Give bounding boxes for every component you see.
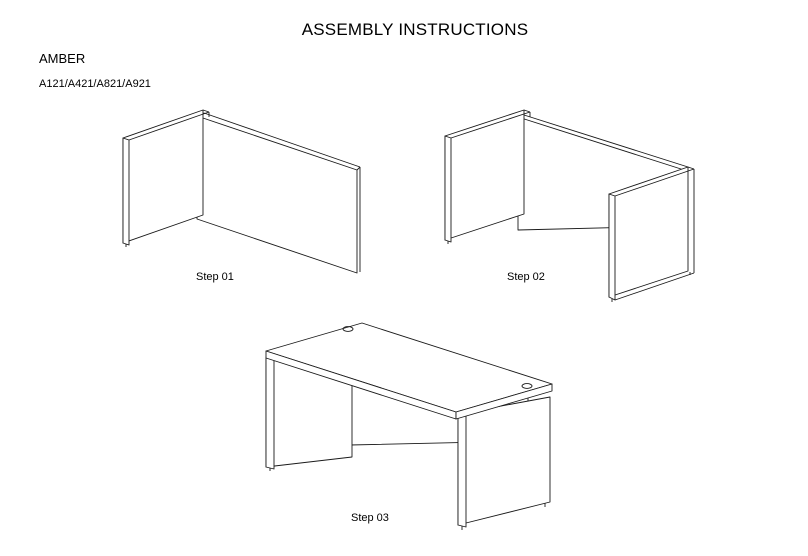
- brand-name: AMBER: [39, 51, 86, 66]
- step-01-label: Step 01: [196, 271, 234, 283]
- model-numbers: A121/A421/A821/A921: [39, 78, 151, 90]
- step-02-diagram: [444, 109, 695, 302]
- step-02-label: Step 02: [507, 271, 545, 283]
- document-title: ASSEMBLY INSTRUCTIONS: [301, 20, 529, 39]
- step-01-diagram: [122, 109, 361, 274]
- step-03-label: Step 03: [351, 512, 389, 524]
- step-03-diagram: [265, 322, 553, 530]
